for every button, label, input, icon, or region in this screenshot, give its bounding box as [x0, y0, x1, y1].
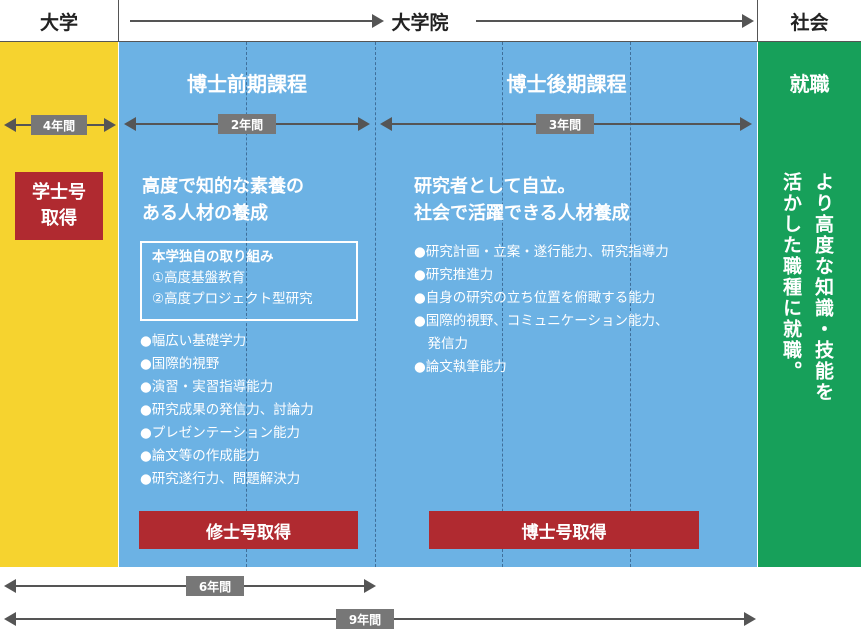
- list-item: ●研究推進力: [414, 267, 494, 283]
- dashed-divider-3: [502, 42, 503, 567]
- career-text-line-1: より高度な知識・技能を: [812, 172, 834, 403]
- master-heading: 高度で知的な素養の ある人材の養成: [142, 176, 304, 224]
- doctor-course-title: 博士後期課程: [506, 72, 627, 96]
- list-item: ●国際的視野: [140, 356, 220, 372]
- dashed-divider-1: [246, 42, 247, 567]
- header-grad: 大学院: [391, 11, 449, 34]
- doctor-bullet-list: ●研究計画・立案・遂行能力、研究指導力 ●研究推進力 ●自身の研究の立ち位置を俯…: [414, 241, 669, 379]
- master-bullet-list: ●幅広い基礎学力 ●国際的視野 ●演習・実習指導能力 ●研究成果の発信力、討論力…: [140, 330, 314, 491]
- list-item: ●研究成果の発信力、討論力: [140, 402, 314, 418]
- header-bottom-rule: [0, 41, 861, 42]
- doctor-heading: 研究者として自立。 社会で活躍できる人材養成: [414, 176, 630, 224]
- initiative-item: ①高度基盤教育: [152, 270, 246, 286]
- list-item: ●幅広い基礎学力: [140, 333, 247, 349]
- list-item: ●演習・実習指導能力: [140, 379, 274, 395]
- nine-year-label: 9年間: [336, 609, 394, 629]
- master-course-title: 博士前期課程: [187, 72, 307, 96]
- master-duration-label: 2年間: [218, 114, 276, 134]
- master-degree-badge: 修士号取得: [139, 511, 358, 549]
- career-title: 就職: [789, 72, 830, 96]
- initiative-item: ②高度プロジェクト型研究: [152, 291, 313, 307]
- list-item: ●研究遂行力、問題解決力: [140, 471, 301, 487]
- list-item: ●論文等の作成能力: [140, 448, 260, 464]
- undergrad-duration-label: 4年間: [31, 115, 87, 135]
- bachelor-degree-badge: 学士号 取得: [15, 172, 103, 240]
- dashed-divider-2: [375, 42, 376, 567]
- doctor-duration-label: 3年間: [536, 114, 594, 134]
- header-society: 社会: [790, 11, 829, 34]
- list-item: ●自身の研究の立ち位置を俯瞰する能力: [414, 290, 656, 306]
- original-initiatives-box: 本学独自の取り組み ①高度基盤教育 ②高度プロジェクト型研究: [140, 241, 358, 321]
- career-text-line-2: 活かした職種に就職。: [780, 172, 802, 382]
- list-item: ●プレゼンテーション能力: [140, 425, 301, 441]
- six-year-label: 6年間: [186, 576, 244, 596]
- list-item: 発信力: [414, 336, 468, 352]
- list-item: ●国際的視野、コミュニケーション能力、: [414, 313, 669, 329]
- list-item: ●論文執筆能力: [414, 359, 507, 375]
- header-undergrad: 大学: [39, 11, 78, 34]
- divider-right: [757, 0, 758, 42]
- list-item: ●研究計画・立案・遂行能力、研究指導力: [414, 244, 669, 260]
- initiatives-title: 本学独自の取り組み: [152, 249, 274, 265]
- divider-left: [118, 0, 119, 42]
- dashed-divider-4: [630, 42, 631, 567]
- society-column: [758, 42, 861, 567]
- doctor-degree-badge: 博士号取得: [429, 511, 699, 549]
- grad-header-arrow: [130, 14, 754, 28]
